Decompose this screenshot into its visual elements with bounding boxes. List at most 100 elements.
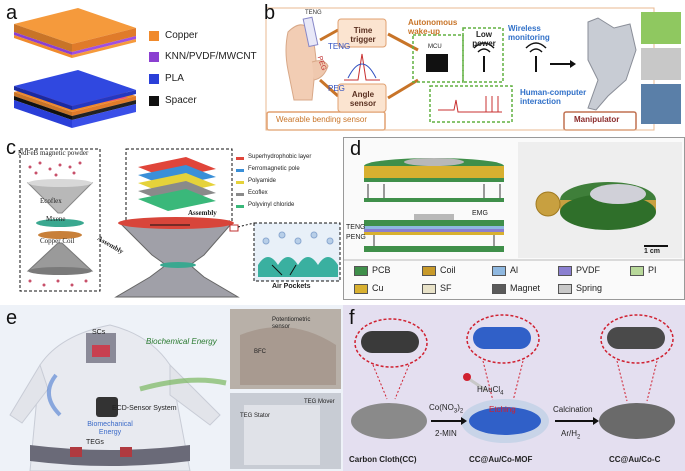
legend-label-knn: KNN/PVDF/MWCNT xyxy=(165,51,257,62)
hci-label: Human-computer interaction xyxy=(520,88,587,106)
legend-swatch-copper xyxy=(149,31,159,41)
wireless-label: Wireless monitoring xyxy=(508,24,550,42)
teng-label: TENG xyxy=(346,224,366,231)
reagent-1-sub: 3 xyxy=(453,408,458,415)
reagent-1-label: Co(NO3)2 xyxy=(429,403,463,415)
mcu-label: MCU xyxy=(428,44,442,50)
teng-label: TENG xyxy=(328,42,351,51)
angle-sensor-label: Angle sensor xyxy=(349,90,377,108)
manipulator-label: Manipulator xyxy=(574,115,620,124)
legend-swatch-pla xyxy=(149,74,159,84)
legend-label-pvc: Polyvinyl chloride xyxy=(248,202,295,208)
peng-label: PENG xyxy=(346,234,366,241)
panel-d: d EMG TENG PENG 1 cm PCB Coil Al xyxy=(343,137,685,300)
reagent-1-close: ) xyxy=(457,403,460,412)
gas-label: Ar/H2 xyxy=(561,429,580,441)
legend-label-coil: Coil xyxy=(440,265,456,275)
wearable-sensor-label: Wearable bending sensor xyxy=(276,115,368,124)
reagent-1-sub2: 2 xyxy=(459,408,464,415)
panel-b: b xyxy=(258,0,685,133)
legend-label-cu: Cu xyxy=(372,283,384,293)
potentiometric-label: Potentiometric sensor xyxy=(272,317,311,330)
legend-label-copper: Copper xyxy=(165,30,198,41)
panel-f: f Carbon Cloth(CC) Co(NO3)2 2-MIN HAuCl4… xyxy=(343,305,685,471)
legend-label-pi: PI xyxy=(648,265,657,275)
air-pockets-label: Air Pockets xyxy=(272,283,311,290)
low-power-label: Low power xyxy=(472,30,496,48)
panel-a-label: a xyxy=(6,2,18,24)
panel-e-illustration xyxy=(9,309,341,471)
panel-c: c xyxy=(0,137,343,300)
legend-swatch-spacer xyxy=(149,96,159,106)
gas-text: Ar/H xyxy=(561,429,577,438)
reagent-1-text: Co(NO xyxy=(429,403,454,412)
carbon-cloth-label: Carbon Cloth(CC) xyxy=(349,455,417,464)
gas-sub: 2 xyxy=(577,434,581,441)
biomechanical-label: Biomechanical Energy xyxy=(87,421,133,436)
panel-e-label: e xyxy=(6,307,18,329)
product-label: CC@Au/Co-C xyxy=(609,455,661,464)
scs-label: SCs xyxy=(92,329,106,336)
panel-b-diagram xyxy=(265,7,681,131)
teg-stator-label: TEG Stator xyxy=(240,413,271,419)
legend-swatch-pcb xyxy=(354,266,368,276)
emg-label: EMG xyxy=(472,210,488,217)
legend-swatch-magnet xyxy=(492,284,506,294)
haucl-label: HAuCl4 xyxy=(477,385,503,397)
calcination-label: Calcination xyxy=(553,405,593,414)
mxene-label: Mxene xyxy=(46,215,66,223)
panel-a: a Copper KNN/PVDF/MWCNT PLA Spacer xyxy=(0,0,258,133)
legend-label-pcb: PCB xyxy=(372,265,391,275)
layer-stack-illustration xyxy=(14,8,136,128)
legend-label-superhydrophobic: Superhydrophobic layer xyxy=(248,154,312,160)
legend-label-sf: SF xyxy=(440,283,452,293)
legend-swatch-polyamide xyxy=(236,181,244,184)
ecd-label: ECD-Sensor System xyxy=(112,405,177,412)
legend-label-pla: PLA xyxy=(165,73,184,84)
legend-label-pvdf: PVDF xyxy=(576,265,601,275)
panel-f-label: f xyxy=(349,307,355,329)
biochemical-label: Biochemical Energy xyxy=(146,337,217,346)
haucl-sub: 4 xyxy=(500,390,504,397)
legend-swatch-coil xyxy=(422,266,436,276)
assembly-label-top: Assembly xyxy=(188,209,217,217)
legend-swatch-pvdf xyxy=(558,266,572,276)
legend-label-al: Al xyxy=(510,265,519,275)
panel-b-label: b xyxy=(264,2,276,24)
legend-swatch-knn xyxy=(149,52,159,62)
legend-swatch-cu xyxy=(354,284,368,294)
tegs-label: TEGs xyxy=(86,439,104,446)
panel-c-diagram xyxy=(19,148,341,298)
legend-label-ecoflex: Ecoflex xyxy=(248,190,268,196)
legend-label-spacer: Spacer xyxy=(165,95,197,106)
mof-label: CC@Au/Co-MOF xyxy=(469,455,533,464)
ecoflex-label: Ecoflex xyxy=(40,197,62,205)
copper-coil-label: Copper Coil xyxy=(40,237,75,245)
panel-e: e SCs Biochemical Energy ECD-Sensor Syst… xyxy=(0,305,343,471)
teg-mover-label: TEG Mover xyxy=(304,399,335,405)
legend-swatch-pi xyxy=(630,266,644,276)
ndfeb-label: NdFeB magnetic powder xyxy=(18,149,89,157)
scale-bar-label: 1 cm xyxy=(644,248,660,255)
legend-label-magnet: Magnet xyxy=(510,283,541,293)
wake-up-label: Autonomous wake-up xyxy=(408,18,458,36)
haucl-text: HAuCl xyxy=(477,385,501,394)
legend-swatch-superhydrophobic xyxy=(236,157,244,160)
legend-swatch-al xyxy=(492,266,506,276)
panel-d-diagram xyxy=(344,142,684,261)
legend-swatch-ecoflex xyxy=(236,193,244,196)
etching-label: Etching xyxy=(489,405,516,414)
legend-label-polyamide: Polyamide xyxy=(248,178,277,184)
legend-label-spring: Spring xyxy=(576,283,603,293)
peg-label: PEG xyxy=(328,84,345,93)
reagent-2-label: 2-MIN xyxy=(435,429,457,438)
panel-f-diagram xyxy=(351,314,675,443)
teng-tag: TENG xyxy=(305,10,322,16)
time-trigger-label: Time trigger xyxy=(350,26,376,44)
legend-swatch-spring xyxy=(558,284,572,294)
legend-swatch-pvc xyxy=(236,205,244,208)
legend-label-ferromagnetic: Ferromagnetic pole xyxy=(248,166,300,172)
bfc-label: BFC xyxy=(254,349,266,355)
legend-swatch-sf xyxy=(422,284,436,294)
panel-d-label: d xyxy=(350,138,362,160)
